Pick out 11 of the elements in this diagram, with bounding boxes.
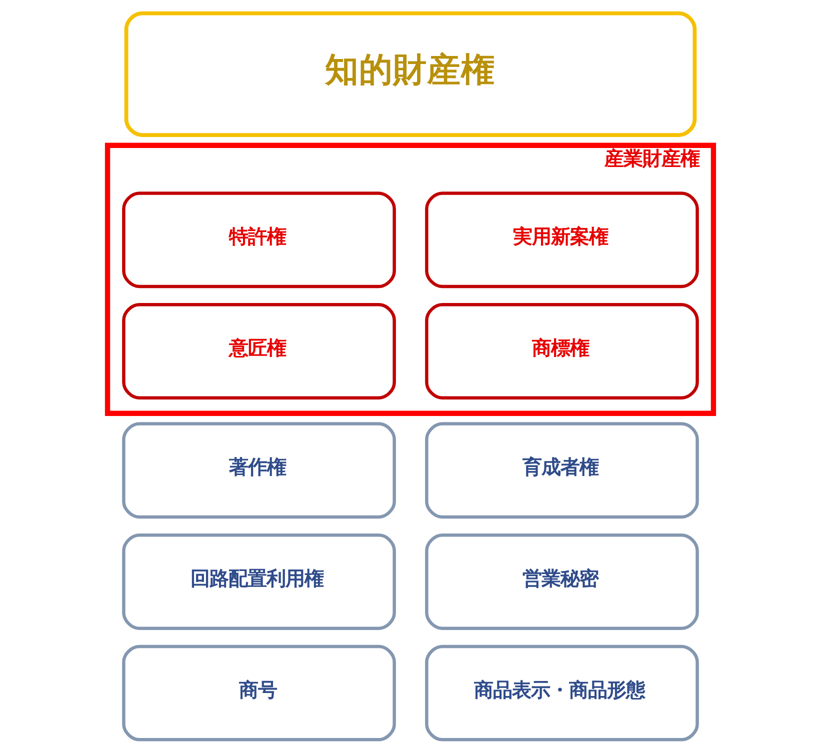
node-box: 知的財産権	[124, 11, 696, 137]
node-box: 実用新案権	[424, 192, 698, 288]
node-box: 回路配置利用権	[122, 533, 396, 630]
node-box: 著作権	[122, 422, 396, 519]
node-box: 商号	[122, 644, 396, 742]
node-box: 商標権	[424, 303, 698, 400]
node-box: 育成者権	[424, 422, 698, 519]
node-box: 商品表示・商品形態	[424, 644, 698, 742]
node-box: 営業秘密	[424, 533, 698, 630]
node-box: 特許権	[122, 192, 396, 288]
node-box: 意匠権	[122, 303, 396, 400]
